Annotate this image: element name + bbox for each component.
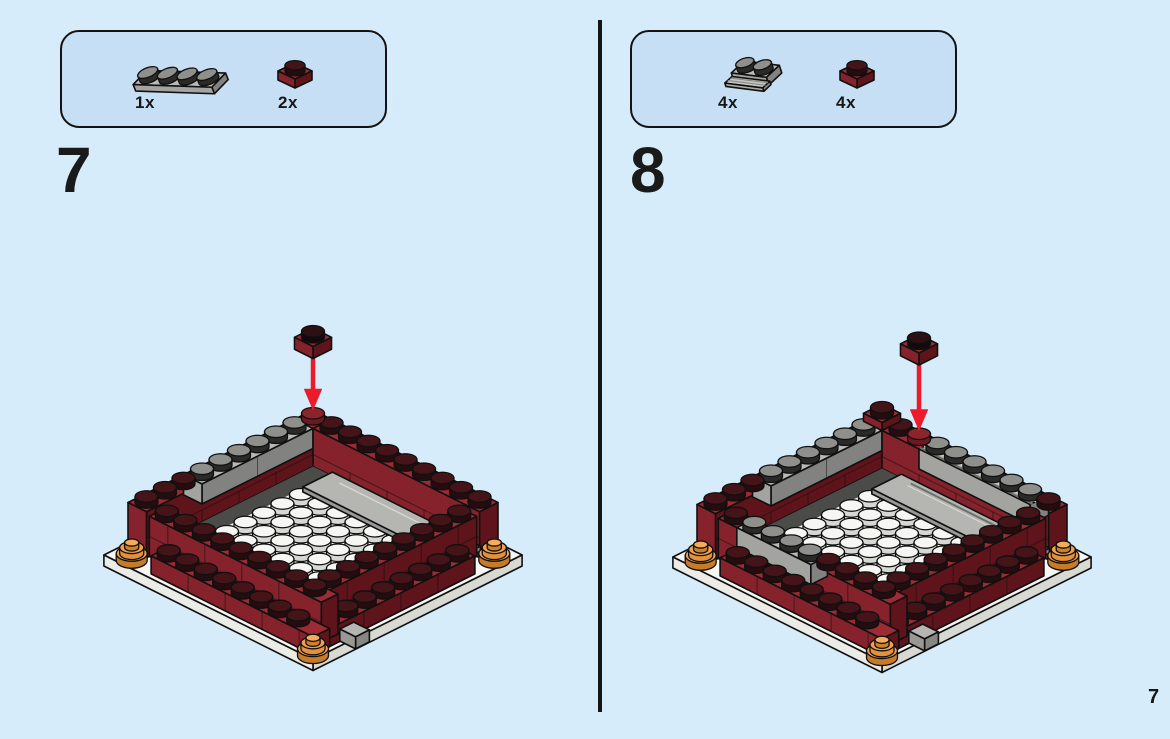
build-illustration-step-8 (672, 331, 1092, 674)
step-number-7: 7 (56, 134, 92, 206)
part-thumb-gray-1x4-plate (132, 65, 229, 95)
parts-callout-step-7: 1x 2x (60, 30, 387, 128)
part-thumb-dark-red-1x1-plate (277, 59, 313, 89)
part-thumb-dark-red-1x1-plate (839, 59, 875, 89)
build-illustration-step-7 (103, 324, 523, 672)
part-qty: 4x (836, 93, 856, 112)
part-qty: 2x (278, 93, 298, 112)
page-number: 7 (1148, 686, 1160, 708)
part-thumb-gray-1x2-rail-plate (724, 56, 783, 93)
part-qty: 1x (135, 93, 155, 112)
parts-callout-step-8: 4x 4x (630, 30, 957, 128)
part-qty: 4x (718, 93, 738, 112)
panel-divider (598, 20, 602, 712)
step-number-8: 8 (630, 134, 666, 206)
